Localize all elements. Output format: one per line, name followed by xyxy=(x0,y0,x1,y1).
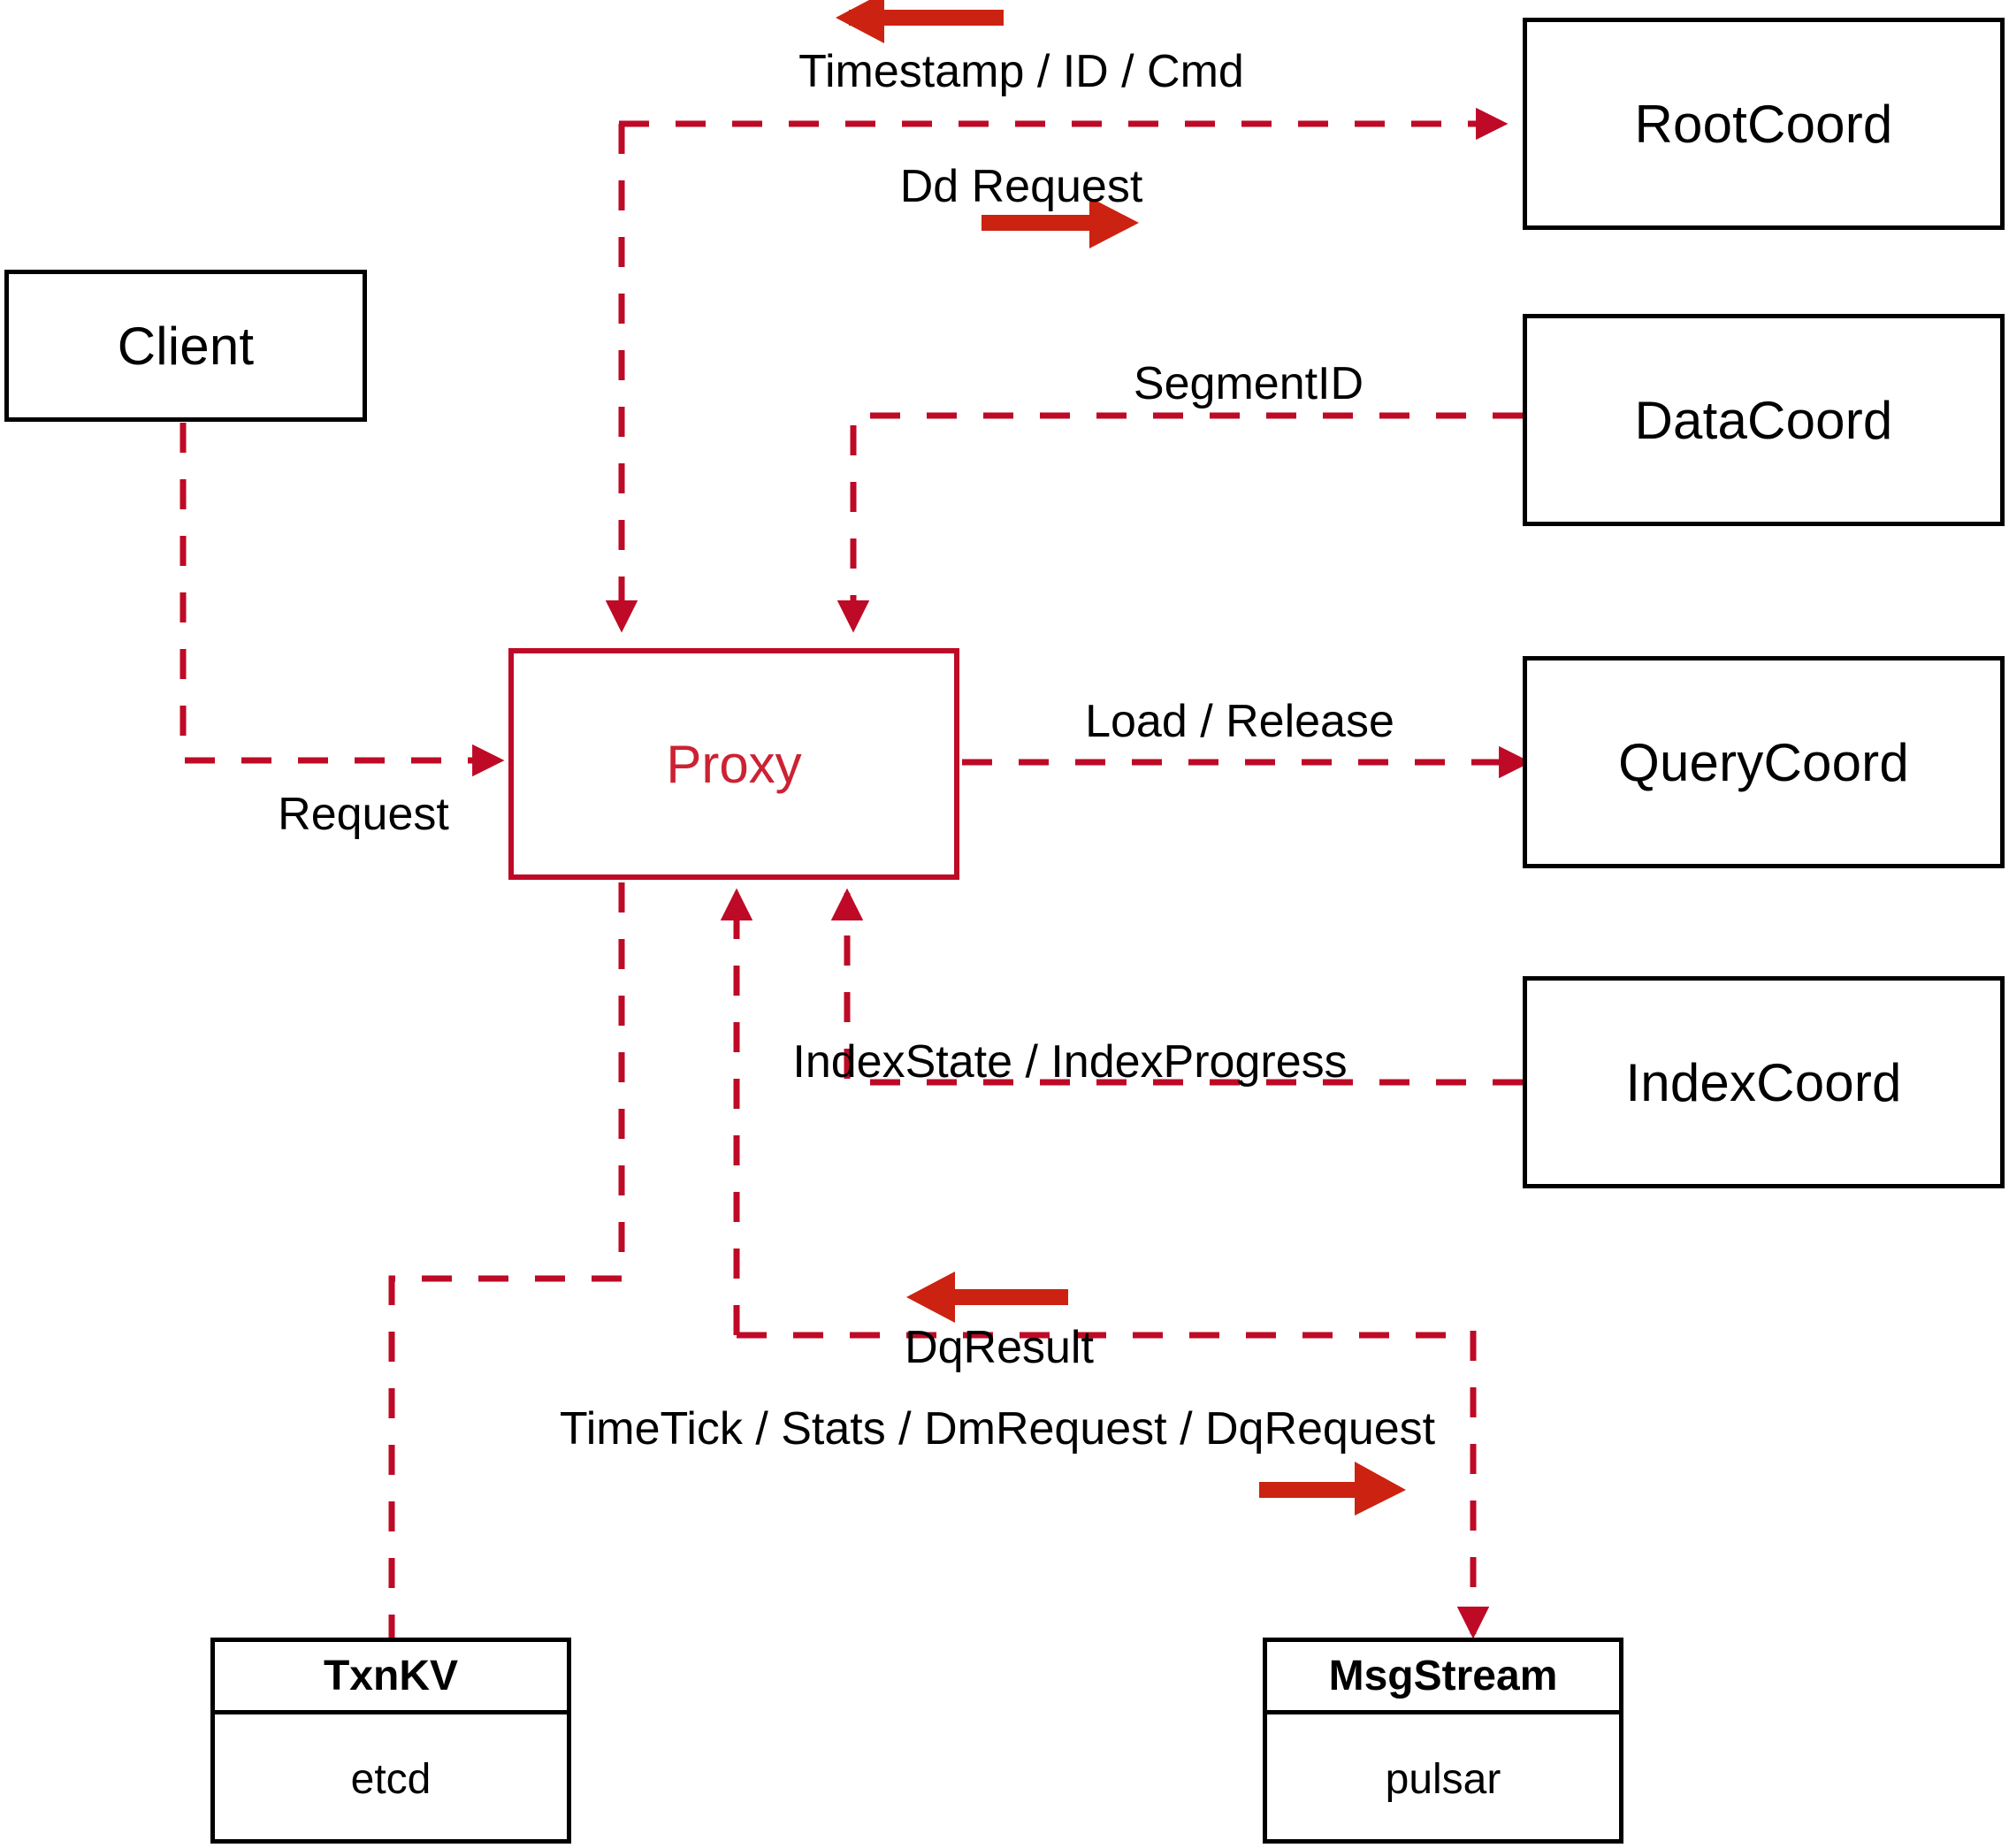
node-proxy-label: Proxy xyxy=(666,734,802,794)
node-datacoord-label: DataCoord xyxy=(1634,390,1893,450)
edge-label-request: Request xyxy=(278,789,449,840)
node-msgstream-title: MsgStream xyxy=(1267,1642,1619,1714)
node-txnkv[interactable]: TxnKV etcd xyxy=(210,1638,571,1844)
timestamp-direction-arrow xyxy=(836,0,1004,43)
edge-label-segment-id: SegmentID xyxy=(1133,358,1364,409)
node-datacoord[interactable]: DataCoord xyxy=(1523,314,2005,526)
node-rootcoord-label: RootCoord xyxy=(1634,94,1893,154)
edge-label-index-state-progress: IndexState / IndexProgress xyxy=(792,1036,1348,1088)
node-querycoord-label: QueryCoord xyxy=(1618,732,1909,792)
edge-msgstream-proxy xyxy=(720,888,1490,1639)
edge-label-dd-request: Dd Request xyxy=(899,161,1143,212)
dqresult-direction-arrow xyxy=(906,1271,1068,1323)
node-indexcoord[interactable]: IndexCoord xyxy=(1523,976,2005,1188)
edge-label-load-release: Load / Release xyxy=(1085,696,1394,747)
node-txnkv-impl: etcd xyxy=(350,1755,432,1803)
node-msgstream-impl: pulsar xyxy=(1385,1755,1501,1803)
edge-proxy-txnkv xyxy=(388,882,625,1638)
node-client[interactable]: Client xyxy=(4,270,367,422)
edge-client-proxy xyxy=(180,423,505,777)
edge-label-timestamp-id-cmd: Timestamp / ID / Cmd xyxy=(798,46,1244,97)
node-proxy[interactable]: Proxy xyxy=(508,648,959,880)
edge-proxy-rootcoord xyxy=(605,107,1509,633)
edge-label-timetick-stats: TimeTick / Stats / DmRequest / DqRequest xyxy=(559,1403,1436,1455)
dd-request-direction-arrow xyxy=(982,197,1139,248)
node-indexcoord-label: IndexCoord xyxy=(1625,1052,1902,1112)
edge-indexcoord-proxy xyxy=(830,888,1523,1086)
node-rootcoord[interactable]: RootCoord xyxy=(1523,18,2005,230)
dqrequest-direction-arrow xyxy=(1259,1462,1406,1516)
node-querycoord[interactable]: QueryCoord xyxy=(1523,656,2005,868)
node-txnkv-title: TxnKV xyxy=(215,1642,567,1714)
node-client-label: Client xyxy=(117,316,255,376)
node-msgstream[interactable]: MsgStream pulsar xyxy=(1263,1638,1623,1844)
edge-label-dq-result: DqResult xyxy=(905,1322,1094,1373)
edge-datacoord-proxy xyxy=(836,412,1523,633)
